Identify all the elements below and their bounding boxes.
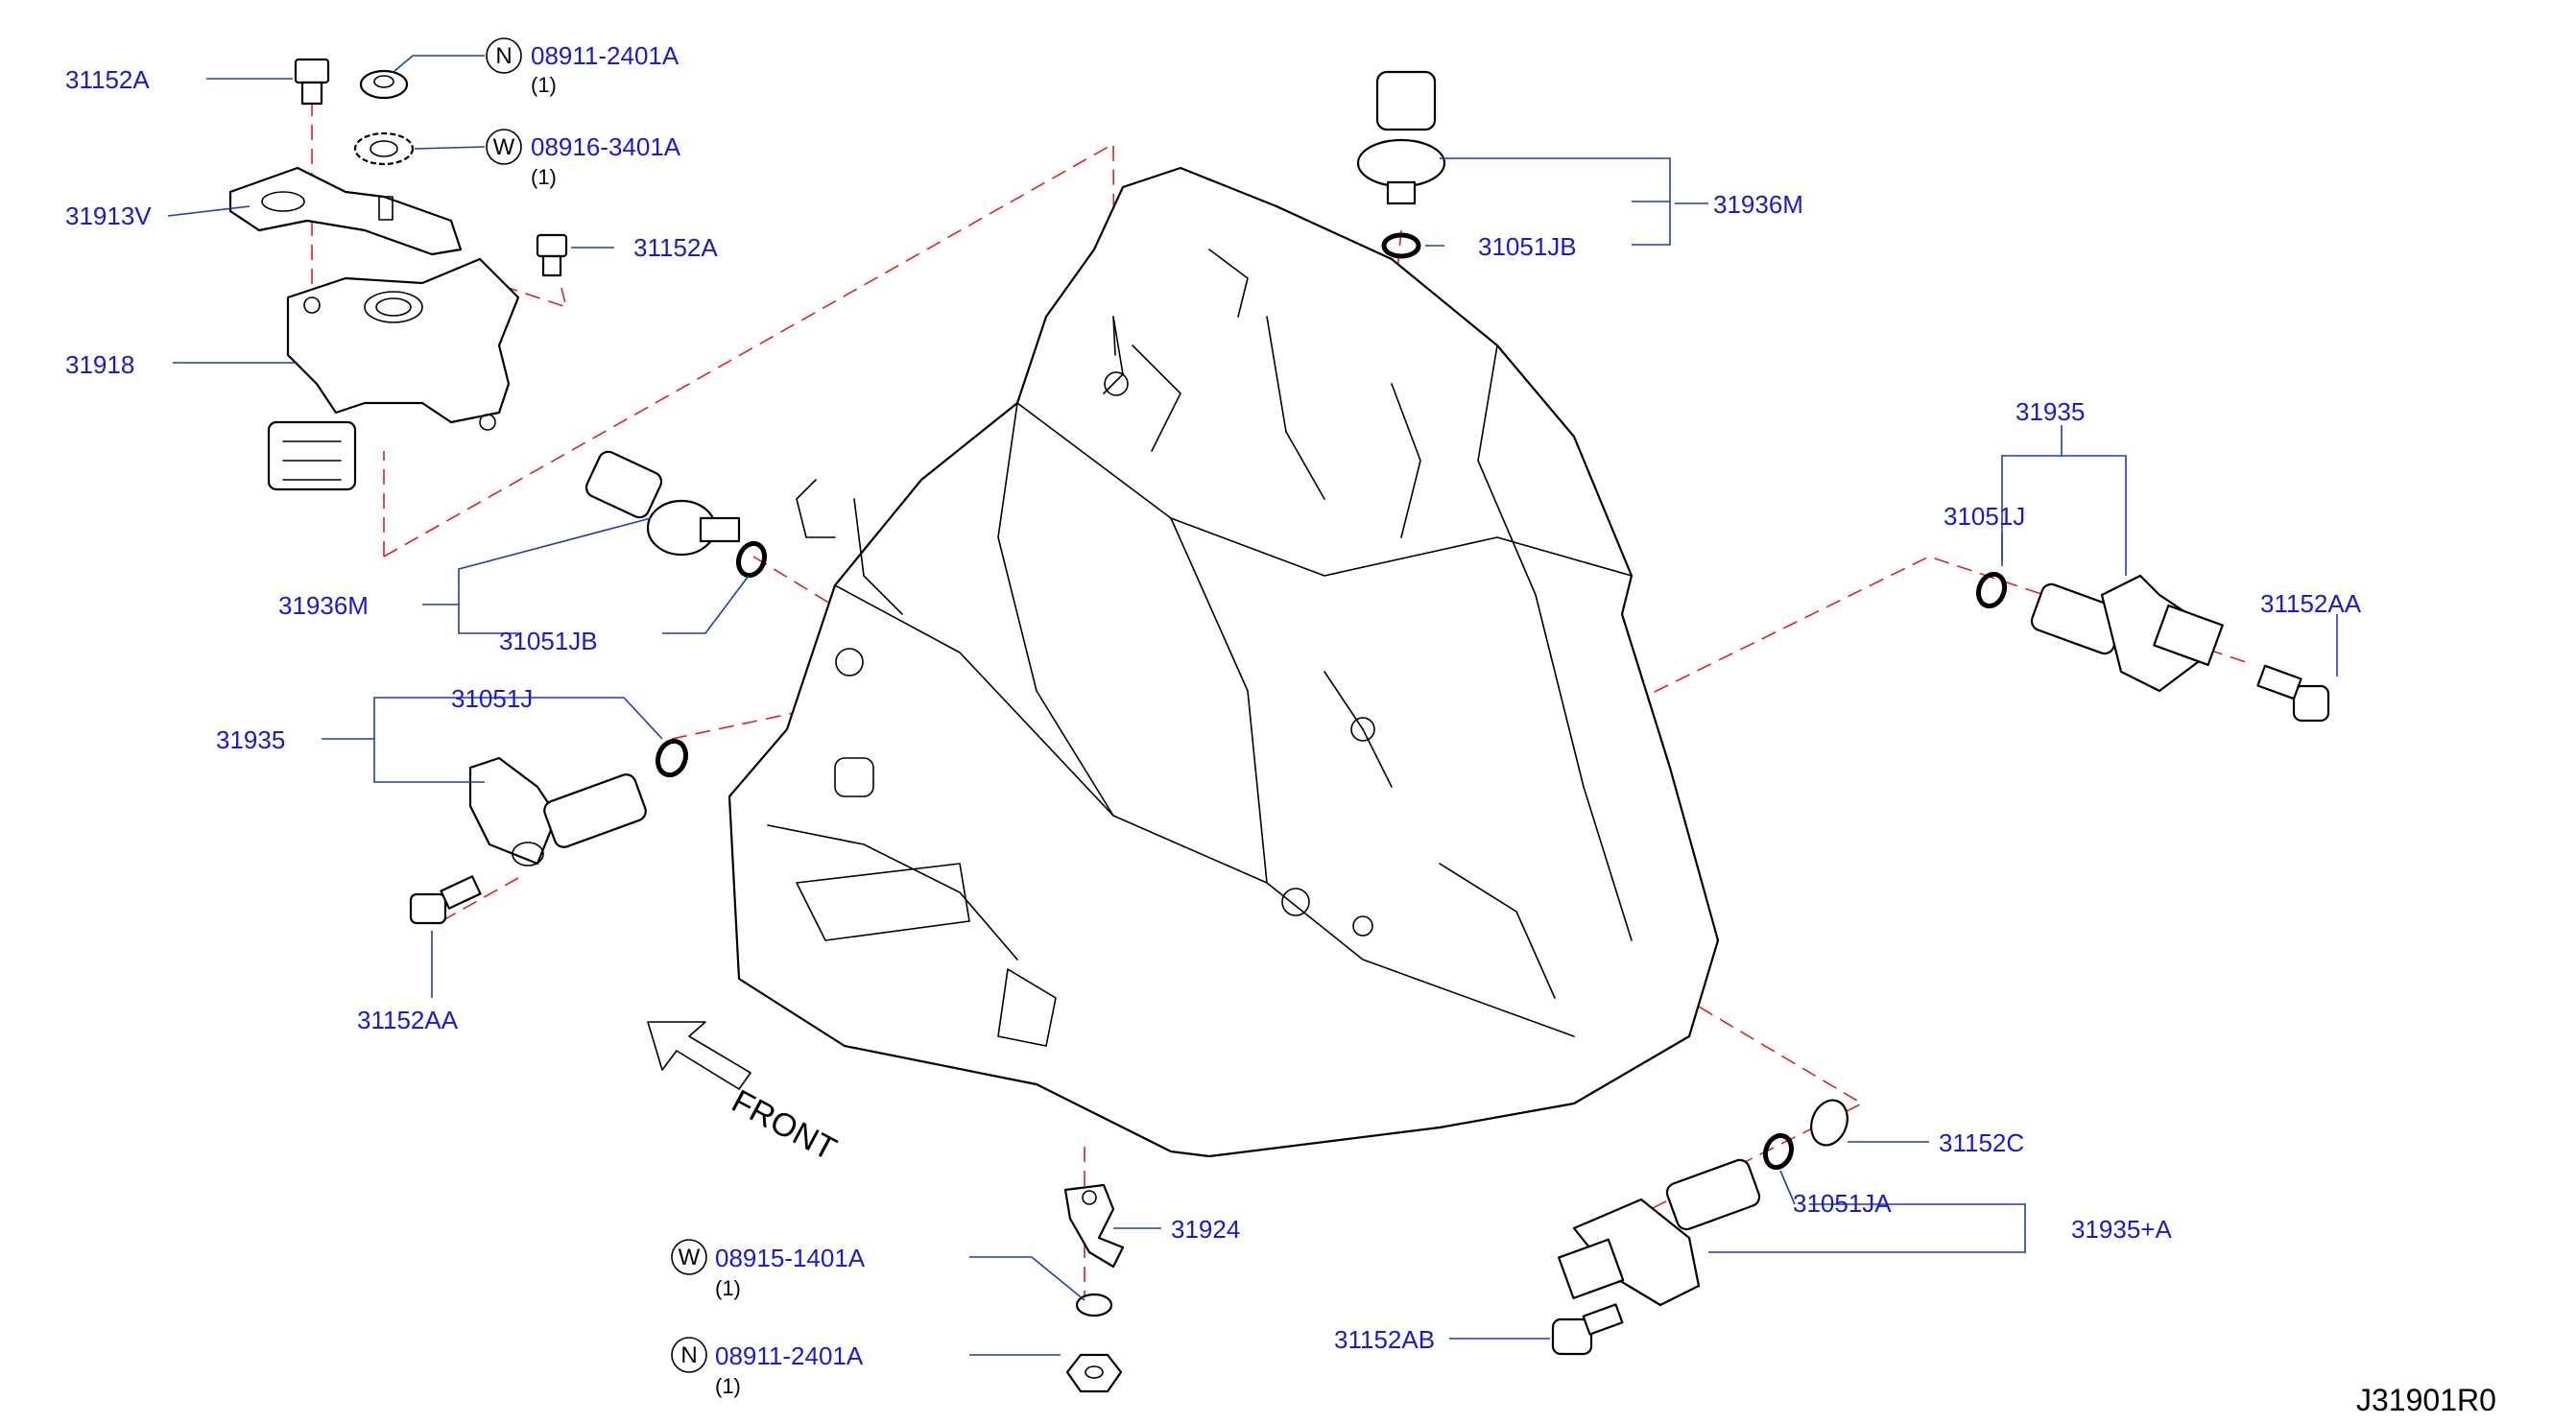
washer-08915 [1075,1293,1113,1317]
marker-w-top: W [486,129,522,165]
lever-31924 [1063,1183,1125,1269]
part-label: 31051JB [1478,232,1577,261]
part-label: 31051JA [1793,1189,1892,1218]
front-arrow: FRONT [647,1021,842,1169]
quantity-label: (1) [715,1276,741,1300]
part-label: 08916-3401A [531,132,681,161]
svg-text:N: N [495,43,512,69]
nut-08911-top [359,69,409,100]
marker-w-bottom: W [671,1239,707,1275]
pressure-sensor-31936M-top [1356,70,1446,205]
front-label: FRONT [726,1083,842,1169]
part-label: 31152AA [357,1006,459,1034]
part-label: 08911-2401A [531,41,680,70]
part-labels: 31152A 08911-2401A (1) 08916-3401A (1) 3… [65,41,2362,1398]
bolt-31152A-top [294,58,330,106]
part-label: 31913V [65,202,152,230]
quantity-label: (1) [715,1374,741,1398]
part-label: 31936M [1713,190,1803,219]
svg-text:W: W [679,1245,701,1270]
speed-sensor-31935-left [468,756,647,866]
bolt-31152AB [1551,1303,1624,1356]
part-label: 31152AB [1334,1325,1435,1354]
o-ring-31051JB-top [1381,232,1421,259]
part-label: 08915-1401A [715,1244,866,1272]
part-label: 31918 [65,350,134,379]
quantity-label: (1) [531,165,557,189]
part-label: 31924 [1171,1215,1240,1244]
leader-lines [167,55,2338,1356]
part-label: 31935+A [2071,1215,2172,1244]
o-ring-31051JA [1762,1132,1795,1171]
part-label: 31935 [2015,397,2085,426]
part-label: 31152A [65,65,150,94]
pressure-sensor-31936M-left [584,450,741,557]
part-label: 31152AA [2260,589,2362,618]
washer-31152C [1810,1099,1849,1147]
inhibitor-switch-31918 [267,257,520,491]
part-label: 08911-2401A [715,1341,864,1370]
part-label: 31152C [1939,1128,2024,1157]
marker-n-bottom: N [671,1337,707,1373]
bolt-31152AA-left [409,875,482,925]
o-ring-31051J-left [655,738,689,778]
part-label: 31935 [216,725,285,754]
part-label: 31051J [1944,502,2025,531]
transmission-housing [727,166,1720,1158]
marker-n-top: N [486,37,522,74]
o-ring-31051JB-left [735,540,768,579]
diagram-code: J31901R0 [2356,1383,2496,1417]
nut-08911-bottom [1065,1353,1123,1393]
part-label: 31051J [451,684,533,713]
svg-text:W: W [493,134,515,160]
speed-sensor-31935-right [2030,574,2224,693]
o-ring-31051J-right [1975,571,2008,609]
lock-washer-08916 [353,131,415,166]
bolt-31152AA-right [2256,664,2330,723]
part-label: 31152A [633,233,718,262]
circled-markers: N W W N [486,37,707,1373]
parts [228,58,2330,1393]
quantity-label: (1) [531,73,557,97]
part-label: 31051JB [499,627,598,655]
svg-text:N: N [680,1342,697,1368]
bracket-31913V [228,166,463,256]
part-label: 31936M [278,591,369,620]
bolt-31152A-mid [536,233,568,277]
speed-sensor-31935A [1558,1158,1761,1307]
